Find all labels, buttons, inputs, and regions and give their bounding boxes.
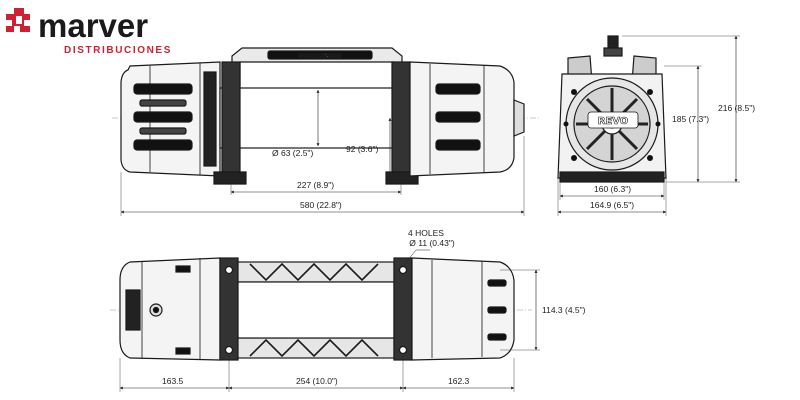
brand-name: marver (38, 7, 148, 44)
winch-side-view: REVO (557, 35, 667, 183)
side-overall-height-label: 216 (8.5") (718, 103, 755, 113)
holes-diameter-label: Ø 11 (0.43") (409, 238, 455, 248)
bolt-spacing-label: 254 (10.0") (296, 376, 338, 386)
cross-arrow-icon (6, 8, 30, 32)
drum-diameter-label: Ø 63 (2.5") (272, 148, 313, 158)
brand-subtitle: DISTRIBUCIONES (64, 45, 172, 56)
top-view-dimensions (119, 249, 540, 392)
revo-badge: REVO (598, 116, 629, 127)
brand-logo: marver DISTRIBUCIONES (6, 7, 172, 56)
mount-depth-label: 114.3 (4.5") (542, 305, 586, 315)
side-overall-width-label: 164.9 (6.5") (590, 200, 634, 210)
front-view-dimensions (120, 89, 525, 216)
winch-top-view (110, 257, 532, 361)
left-offset-label: 163.5 (162, 376, 184, 386)
bushranger-plate: BUSHRANGER (299, 54, 343, 60)
side-base-width-label: 160 (6.3") (594, 184, 631, 194)
foot-spacing-label: 227 (8.9") (297, 180, 334, 190)
holes-count-label: 4 HOLES (408, 228, 444, 238)
side-inner-height-label: 185 (7.3") (672, 114, 709, 124)
right-offset-label: 162.3 (448, 376, 470, 386)
drum-height-label: 92 (3.6") (346, 144, 378, 154)
overall-length-label: 580 (22.8") (300, 200, 342, 210)
winch-front-view: BUSHRANGER (112, 47, 540, 185)
side-view-dimensions (557, 35, 740, 216)
